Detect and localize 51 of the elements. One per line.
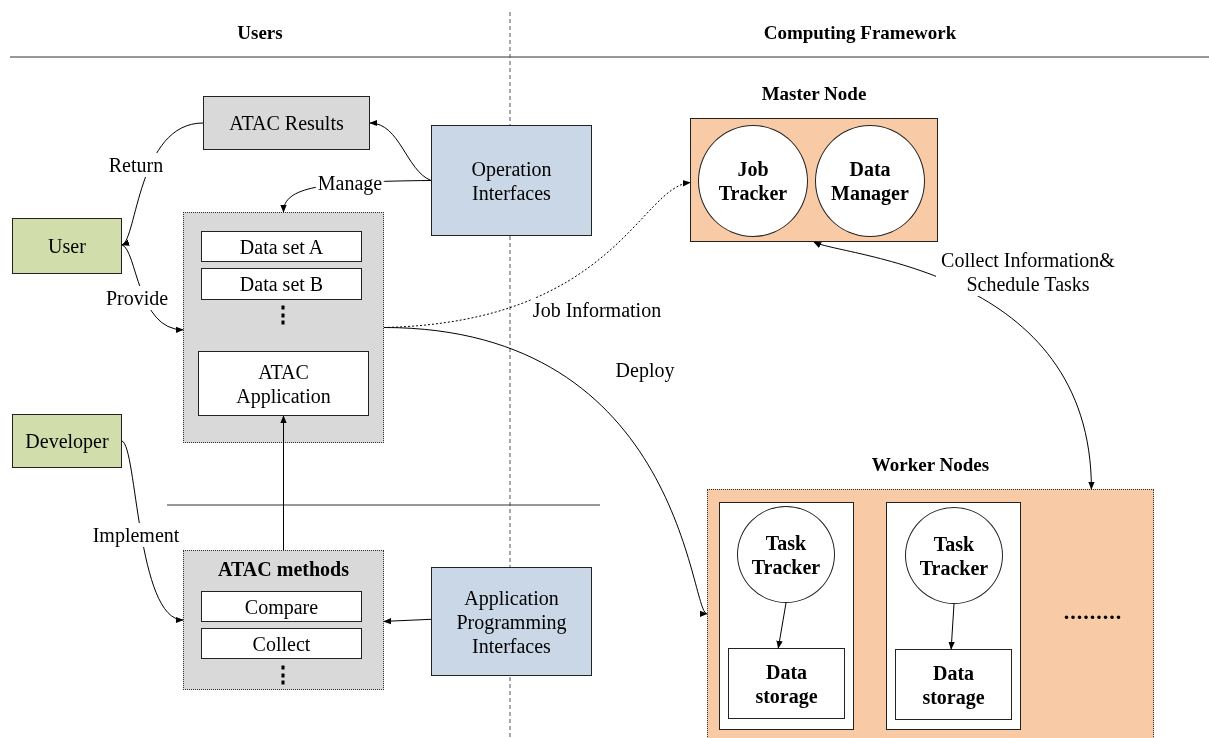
node-label: Data storage (921, 660, 986, 709)
arrow (121, 440, 184, 621)
node-label: Task Tracker (750, 530, 822, 579)
group-heading: Master Node (760, 83, 868, 106)
arrow (383, 327, 708, 615)
container-box (719, 502, 854, 730)
node-label: Task Tracker (918, 531, 990, 580)
edge-label: Return (106, 153, 166, 177)
process-box (201, 231, 362, 262)
arrow (776, 602, 787, 649)
container-box (886, 502, 1021, 730)
node-label: ATAC Results (229, 111, 344, 135)
node-label: Job Tracker (717, 157, 789, 205)
node-label: Collect (252, 631, 311, 656)
process-box (201, 268, 362, 300)
result-box (203, 96, 370, 150)
process-box (895, 649, 1012, 720)
node-label: ATAC Application (235, 359, 332, 408)
column-heading: Computing Framework (763, 22, 957, 44)
group-heading: Worker Nodes (870, 454, 991, 477)
column-heading: Users (237, 22, 283, 44)
ellipsis-mark: ......... (1063, 599, 1123, 625)
edge-label: Implement (90, 523, 182, 547)
arrow (383, 617, 432, 625)
node-label: Data Manager (830, 157, 910, 205)
container-box (183, 550, 384, 690)
node-label: Application Programming Interfaces (455, 585, 568, 658)
process-box (198, 351, 369, 416)
actor-box (12, 414, 122, 468)
process-box (201, 628, 362, 659)
arrow (948, 603, 955, 650)
container-box (183, 212, 384, 443)
edge-label: Provide (103, 286, 171, 310)
node-label: Data storage (754, 659, 819, 708)
node-label: Operation Interfaces (470, 156, 553, 205)
arrow (369, 120, 432, 181)
arrow (280, 415, 287, 551)
process-box (201, 591, 362, 622)
interface-box (431, 125, 592, 236)
node-label: Data set A (239, 234, 324, 259)
ellipsis-mark: ⋮ (272, 302, 294, 328)
arrow (813, 241, 1094, 490)
node-label: User (48, 234, 86, 258)
process-box (728, 648, 845, 719)
node-label: Compare (244, 594, 319, 619)
node-label: Developer (25, 429, 109, 453)
interface-box (431, 567, 592, 676)
ellipsis-mark: ⋮ (272, 662, 294, 688)
group-heading: ATAC methods (217, 557, 350, 581)
actor-box (12, 218, 122, 274)
node-label: Data set B (239, 272, 324, 296)
